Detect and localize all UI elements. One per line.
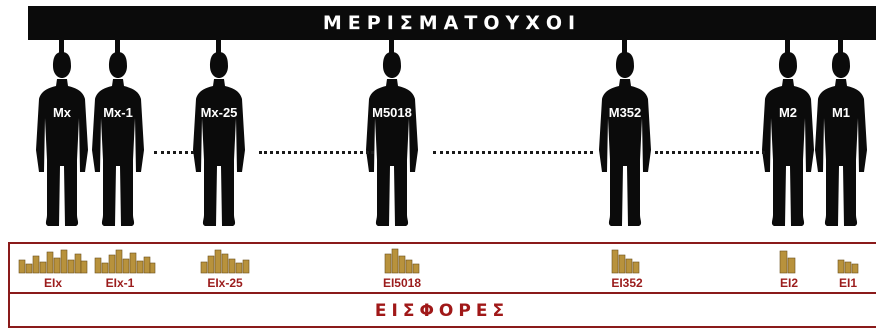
person-silhouette-icon [193,52,245,226]
shareholder-figure: Mx-25 [189,0,249,232]
ellipsis-dots [433,151,593,154]
person-silhouette-icon [366,52,418,226]
shareholder-figure: Mx-1 [88,0,148,232]
shareholder-figure: M352 [595,0,655,232]
coin-stack-icon [611,249,640,274]
shareholder-label: Mx-25 [200,105,238,120]
contribution-label: EIx-1 [105,276,135,290]
contribution-label: EI1 [838,276,857,290]
shareholder-figure: M1 [811,0,871,232]
divider-line [8,292,876,294]
person-silhouette-icon [599,52,651,226]
shareholder-label: M5018 [372,105,412,120]
contribution-label: EIx [43,276,62,290]
shareholder-label: M1 [831,105,851,120]
coin-stack-icon [18,249,88,274]
shareholder-figure: Mx [32,0,92,232]
person-silhouette-icon [92,52,144,226]
shareholder-figure: M2 [758,0,818,232]
person-silhouette-icon [815,52,867,226]
coin-stack-icon [94,249,156,274]
coin-stack-icon [384,248,420,274]
contribution-label: EI352 [611,276,643,290]
contributions-box [8,242,876,328]
footer-title: ΕΙΣΦΟΡΕΣ [374,301,510,321]
shareholders-banner: ΜΕΡΙΣΜΑΤΟΥΧΟΙ [28,6,876,40]
shareholder-label: Mx-1 [103,105,133,120]
banner-title: ΜΕΡΙΣΜΑΤΟΥΧΟΙ [322,12,582,34]
rope [785,40,790,60]
shareholder-label: Mx [52,105,72,120]
contribution-label: EIx-25 [207,276,243,290]
contributions-footer: ΕΙΣΦΟΡΕΣ [8,294,876,328]
person-silhouette-icon [36,52,88,226]
ellipsis-dots [259,151,374,154]
shareholder-label: M2 [778,105,798,120]
contribution-label: EI5018 [382,276,422,290]
rope [115,40,120,60]
coin-stack-icon [837,259,859,274]
rope [622,40,627,60]
ellipsis-dots [154,151,194,154]
contribution-label: EI2 [779,276,798,290]
rope [59,40,64,60]
shareholder-figure: M5018 [362,0,422,232]
coin-stack-icon [200,249,250,274]
shareholder-label: M352 [608,105,642,120]
rope [838,40,843,60]
coin-stack-icon [779,250,796,274]
ellipsis-dots [655,151,765,154]
rope [216,40,221,60]
person-silhouette-icon [762,52,814,226]
rope [389,40,394,60]
